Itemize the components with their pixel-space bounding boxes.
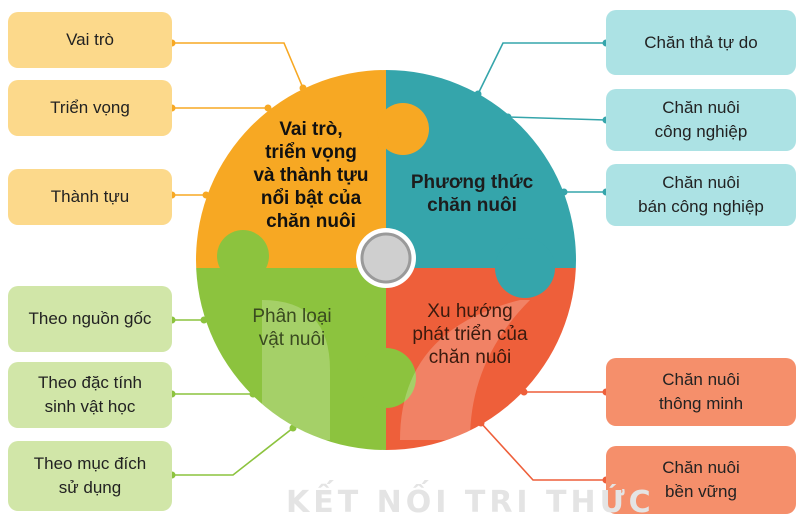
box-chan-nuoi-cong-nghiep: Chăn nuôi công nghiệp xyxy=(606,89,796,151)
knob-teal xyxy=(495,238,555,298)
quadrant-methods-label: Phương thức chăn nuôi xyxy=(410,172,534,216)
quadrant-classification-label: Phân loại vật nuôi xyxy=(252,306,332,350)
quadrant-methods-shape xyxy=(386,70,576,268)
knob-green-top xyxy=(217,230,269,282)
watermark-text: KẾT NỐI TRI THỨC xyxy=(286,485,655,520)
box-trien-vong: Triển vọng xyxy=(8,80,172,136)
box-chan-nuoi-ban-cong-nghiep: Chăn nuôi bán công nghiệp xyxy=(606,164,796,226)
center-hub-ring xyxy=(360,232,412,284)
box-chan-nuoi-thong-minh: Chăn nuôi thông minh xyxy=(606,358,796,426)
watermark-leaf xyxy=(262,300,530,440)
box-chan-nuoi-ben-vung: Chăn nuôi bền vững xyxy=(606,446,796,514)
connectors xyxy=(172,42,607,481)
box-chan-tha-tu-do: Chăn thả tự do xyxy=(606,10,796,75)
box-vai-tro: Vai trò xyxy=(8,12,172,68)
quadrant-trends-label: Xu hướng phát triển của chăn nuôi xyxy=(412,301,528,368)
quadrant-role-label: Vai trò, triển vọng và thành tựu nổi bật… xyxy=(253,119,369,232)
connector-chan-tha xyxy=(477,42,606,95)
knob-green-right xyxy=(356,348,416,408)
box-thanh-tuu: Thành tựu xyxy=(8,169,172,225)
connector-cong-nghiep xyxy=(507,116,607,121)
connector-vai-tro xyxy=(172,42,304,89)
box-theo-nguon-goc: Theo nguồn gốc xyxy=(8,286,172,352)
box-theo-dac-tinh: Theo đặc tính sinh vật học xyxy=(8,362,172,428)
connector-ben-vung xyxy=(480,422,606,481)
connector-muc-dich xyxy=(172,427,294,476)
knob-orange xyxy=(377,103,429,155)
box-theo-muc-dich: Theo mục đích sử dụng xyxy=(8,441,172,511)
